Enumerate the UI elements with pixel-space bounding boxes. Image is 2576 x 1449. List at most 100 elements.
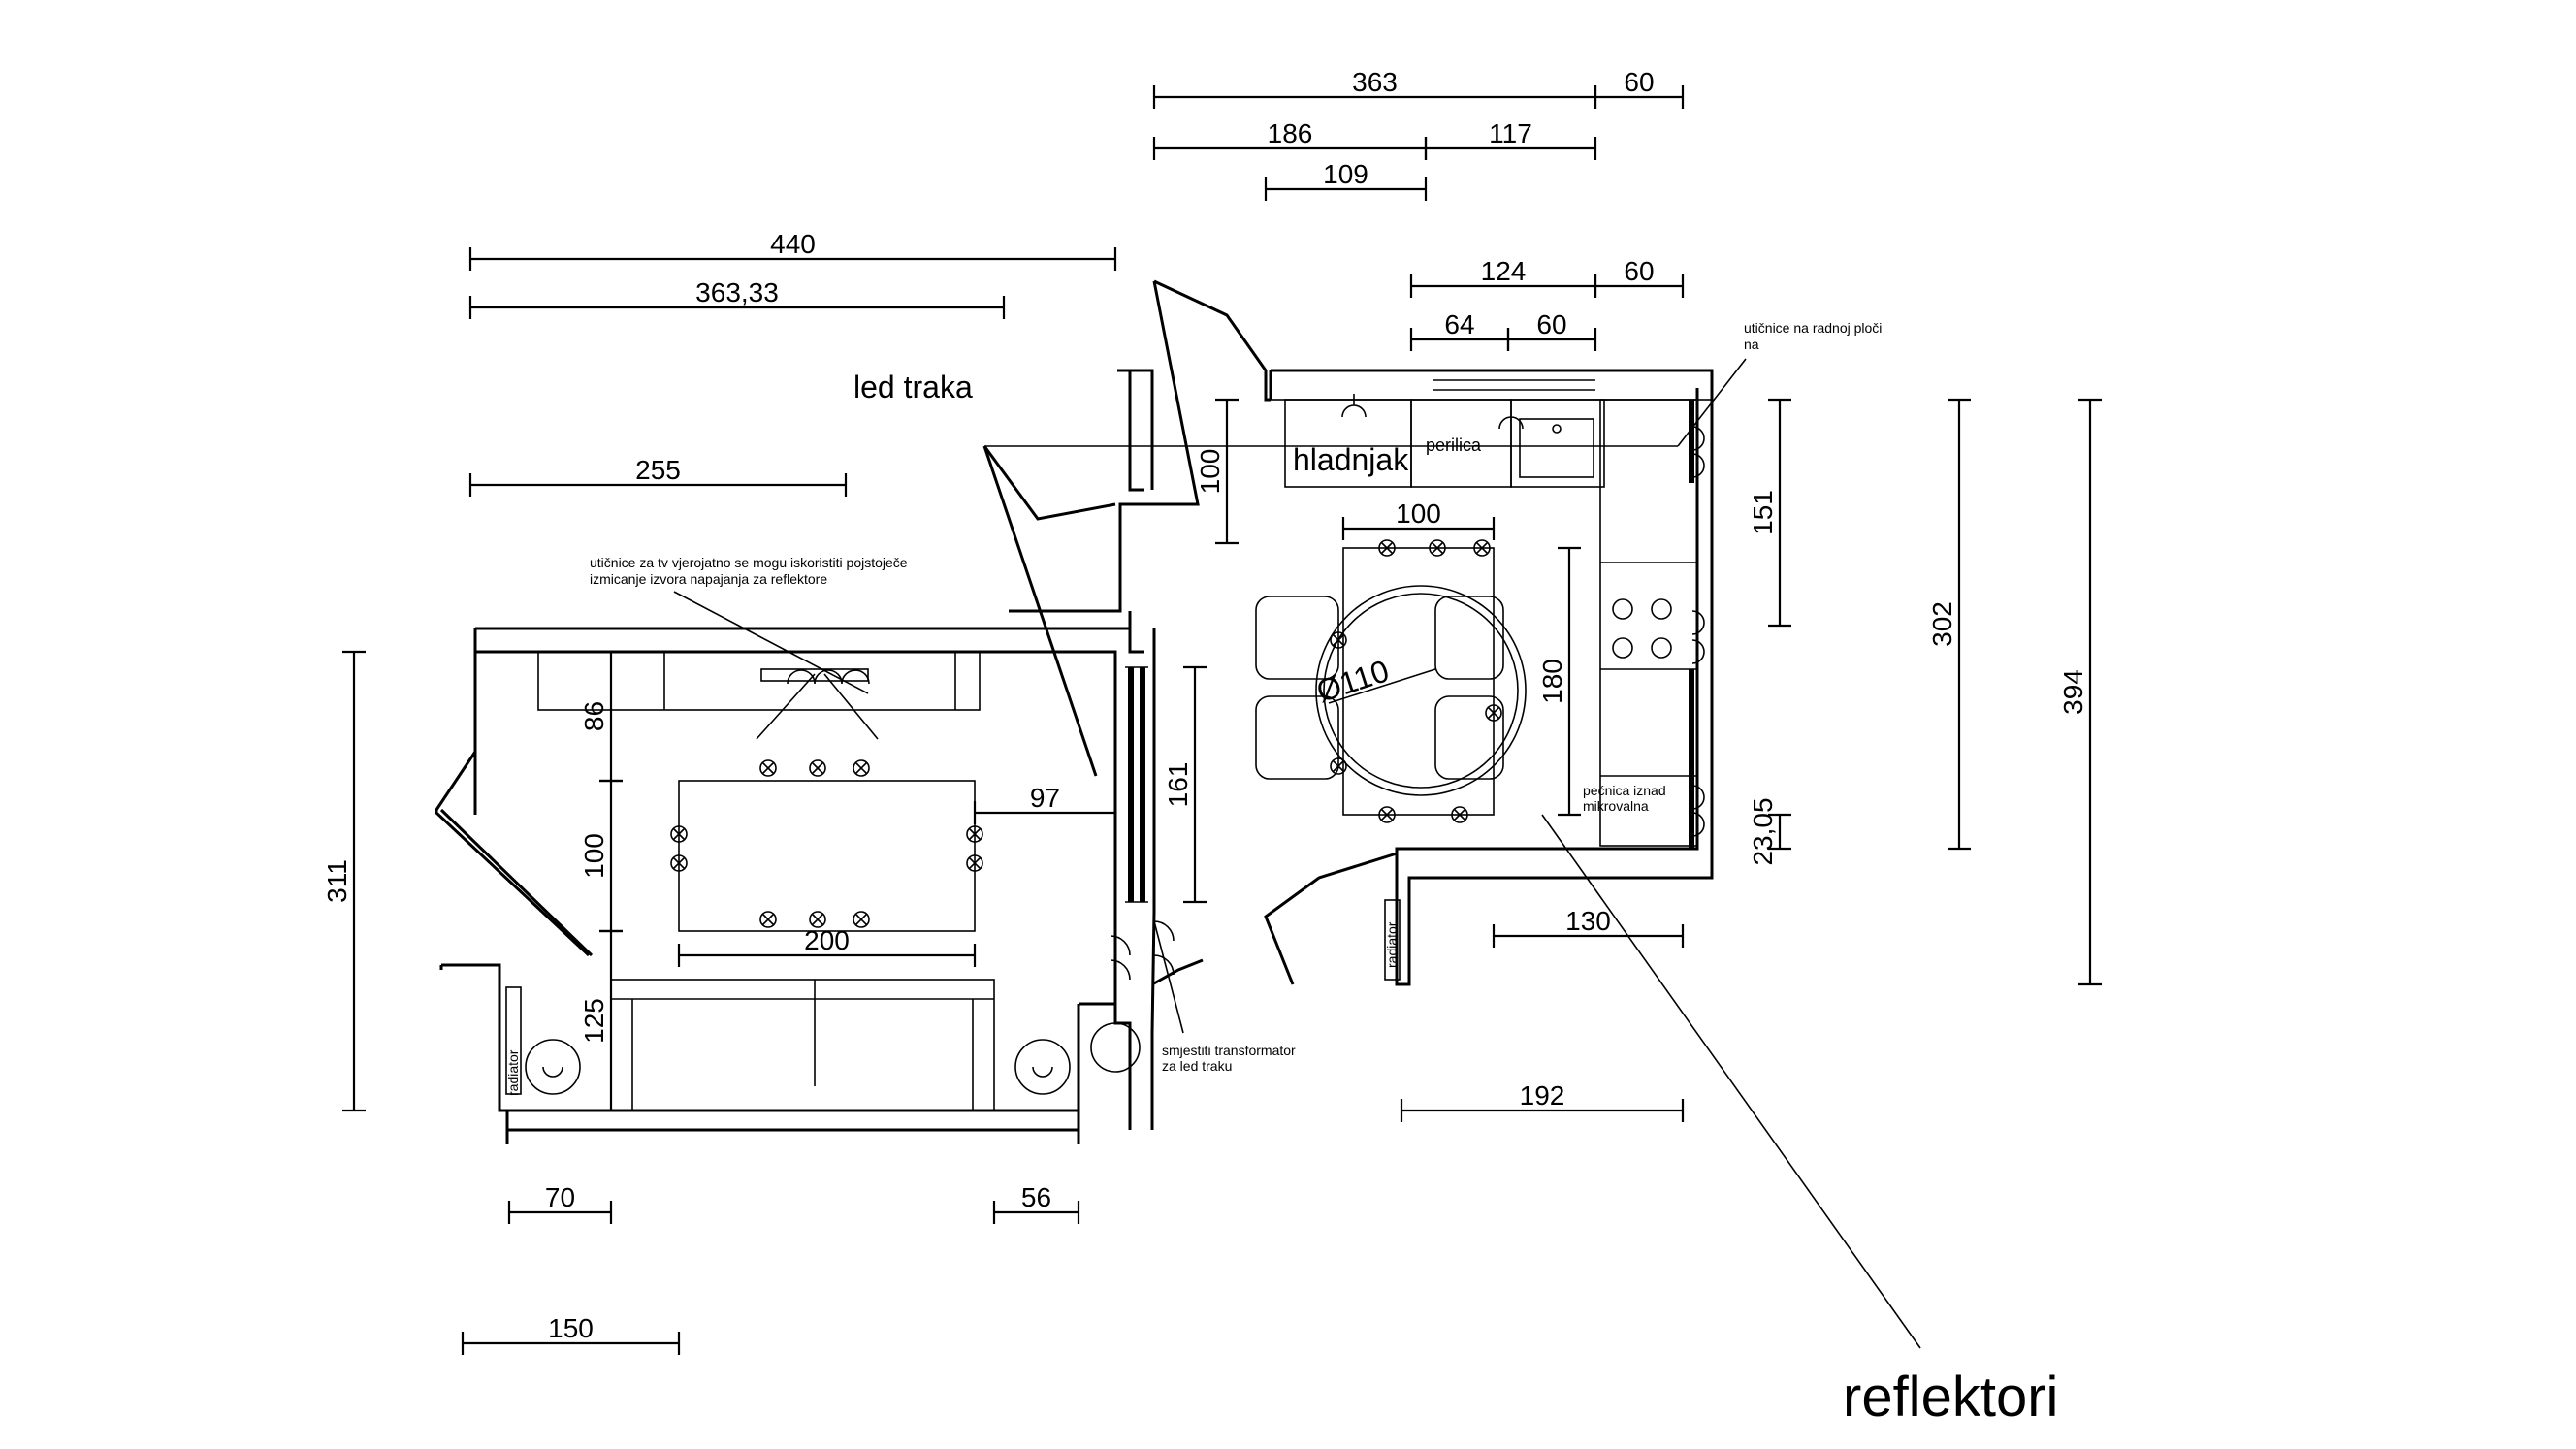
spotlight-icon [759,759,777,777]
spotlight-icon [1485,704,1502,722]
radiator-kitchen: radiator [1384,899,1401,981]
note-pecnica-1: pećnica iznad [1583,783,1666,798]
note-tv-1: utičnice za tv vjerojatno se mogu iskori… [590,555,908,570]
dim-d192: 192 [1400,1080,1685,1122]
dim-label: 311 [322,859,352,903]
kitchen-counter [1270,370,1713,849]
spotlight-icon [670,825,688,843]
label-led-traka: led traka [853,370,973,404]
label-hladnjak: hladnjak [1293,442,1409,477]
note-pecnica-2: mikrovalna [1583,798,1649,814]
dim-d64: 64 [1409,309,1510,351]
svg-text:Ø110: Ø110 [1312,653,1393,709]
dim-label: 117 [1489,118,1532,148]
door-arcs [1110,920,1175,981]
dim-label: 60 [1624,67,1654,97]
dim-label: 64 [1444,309,1474,339]
dim-label: 86 [579,701,609,731]
dim-label: 56 [1021,1182,1051,1212]
spotlight-icon [853,759,870,777]
spotlight-icon [1429,539,1446,557]
spotlight-icon [809,759,826,777]
dim-d186: 186 [1152,118,1428,160]
note-radna-2: na [1744,337,1759,352]
hob [1612,598,1672,659]
spotlight-icon [759,911,777,928]
dim-label: 186 [1268,118,1313,148]
svg-text:radiator: radiator [1384,921,1400,968]
dim-d311: 311 [322,650,366,1112]
spotlight-icon [1473,539,1491,557]
dim-d302: 302 [1927,398,1971,851]
spotlight-icon [853,911,870,928]
note-tv-2: izmicanje izvora napajanja za reflektore [590,571,827,587]
dim-label: 363,33 [695,277,779,307]
spotlight-icon [966,854,983,872]
dim-label: 125 [579,998,609,1044]
note-radna-1: utičnice na radnoj ploči [1744,320,1882,336]
dim-label: 161 [1163,762,1193,808]
dim-d200: 200 [677,925,977,967]
dim-label: 192 [1520,1080,1565,1111]
dim-label: 151 [1748,490,1778,535]
dim-label: 100 [1396,499,1441,529]
socket-fridge [1341,394,1367,418]
dim-label: 363 [1352,67,1398,97]
dim-label: 23,05 [1748,797,1778,865]
label-perilica: perilica [1426,435,1482,455]
dim-d60_mid: 60 [1594,256,1685,298]
dim-label: 70 [545,1182,575,1212]
dim-label: 150 [548,1313,594,1343]
leader-lines [673,358,1921,1349]
spotlights-living [670,759,983,928]
dim-d60_low: 60 [1506,309,1597,351]
dim-d440: 440 [468,229,1117,271]
radiator-left: radiator [505,986,522,1096]
dim-label: 60 [1624,256,1654,286]
dim-label: 130 [1565,906,1611,936]
dim-d125: 125 [579,929,623,1112]
dim-label: 302 [1927,601,1957,647]
dim-d56: 56 [992,1182,1080,1224]
svg-text:radiator: radiator [505,1049,521,1096]
dim-label: 180 [1537,659,1567,704]
spotlight-icon [1378,539,1396,557]
dim-d150: 150 [461,1313,681,1355]
dim-label: 394 [2058,669,2088,715]
dim-d86: 86 [579,650,623,783]
dim-d151: 151 [1748,398,1791,628]
sink-drain [1552,424,1562,434]
dim-d363_top: 363 [1152,67,1597,109]
dim-label: 100 [579,833,609,879]
dim-label: 97 [1030,783,1060,813]
dim-d97: 97 [973,783,1117,824]
dim-d124: 124 [1409,256,1597,298]
dim-d70: 70 [507,1182,613,1224]
dim-d100_fridge: 100 [1195,398,1239,545]
spotlight-icon [1330,631,1347,649]
dim-d100_left: 100 [579,779,623,933]
glass-partition [1125,666,1148,903]
spotlight-icon [670,854,688,872]
spotlight-icon [1451,806,1468,823]
dim-d23_05: 23,05 [1748,797,1791,866]
socket-washer [1498,416,1524,430]
note-transformator-1: smjestiti transformator [1162,1043,1296,1058]
spotlight-icon [1330,757,1347,775]
walls [435,279,1714,1144]
counter-sockets [1691,426,1705,837]
dim-d255: 255 [468,455,848,497]
dim-d180: 180 [1537,546,1581,817]
spotlight-icon [966,825,983,843]
note-transformator-2: za led traku [1162,1058,1232,1074]
sofa [610,979,995,1111]
dim-d363_33: 363,33 [468,277,1006,319]
dim-label: 109 [1323,159,1368,189]
spotlight-icon [1378,806,1396,823]
dim-label: 440 [770,229,816,259]
dim-d100_table: 100 [1341,499,1496,540]
round-table: Ø110 [1255,547,1527,816]
dim-d394: 394 [2058,398,2102,986]
dimension-lines: 363 60 186 117 109 440 363,33 124 60 64 60 255 100 97… [322,67,2102,1355]
